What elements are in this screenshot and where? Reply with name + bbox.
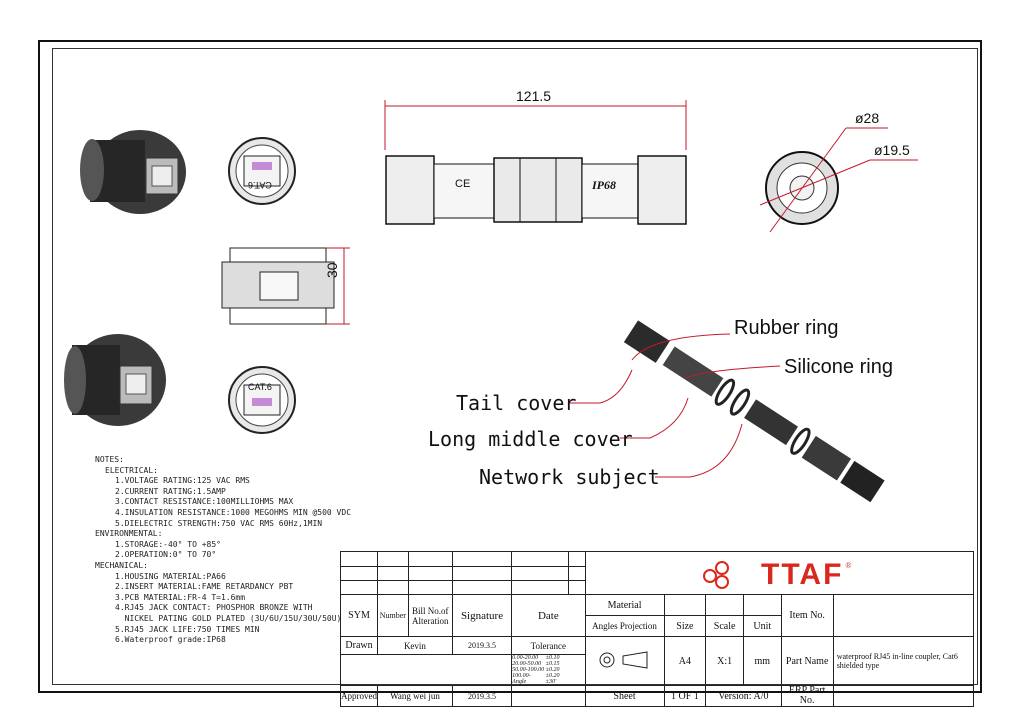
jack-label-top: CAT.6 bbox=[248, 180, 272, 190]
outer-diameter-dimension: ø28 bbox=[855, 110, 880, 126]
item-no-label: Item No. bbox=[780, 594, 834, 637]
sheet-value: 1 OF 1 bbox=[663, 685, 707, 707]
mechanical-note: 5.RJ45 JACK LIFE:750 TIMES MIN bbox=[115, 624, 260, 634]
mechanical-heading: MECHANICAL: bbox=[95, 560, 148, 570]
angles-projection-label: Angles Projection bbox=[584, 615, 665, 637]
approved-label: Approved bbox=[340, 685, 378, 707]
callout-long-middle-cover: Long middle cover bbox=[428, 427, 633, 451]
environmental-note: 1.STORAGE:-40° TO +85° bbox=[115, 539, 221, 549]
registered-mark: ® bbox=[845, 561, 852, 570]
jack-face-bottom bbox=[228, 366, 296, 434]
bill-header: Bill No.of Alteration bbox=[407, 594, 453, 637]
electrical-note: 5.DIELECTRIC STRENGTH:750 VAC RMS 60Hz,1… bbox=[115, 518, 323, 528]
projection-symbol bbox=[584, 636, 665, 686]
sheet-label: Sheet bbox=[584, 685, 665, 707]
size-label: Size bbox=[663, 615, 707, 637]
size-value: A4 bbox=[663, 636, 707, 686]
iso-view-top bbox=[80, 130, 186, 214]
exploded-view bbox=[570, 320, 885, 503]
callout-silicone-ring: Silicone ring bbox=[784, 356, 893, 378]
tolerance-label: Tolerance bbox=[511, 636, 586, 655]
brand-name: TTAF bbox=[761, 558, 844, 591]
mechanical-note: 1.HOUSING MATERIAL:PA66 bbox=[115, 571, 226, 581]
electrical-note: 2.CURRENT RATING:1.5AMP bbox=[115, 486, 226, 496]
sym-header: SYM bbox=[340, 594, 378, 637]
drawn-date: 2019.3.5 bbox=[451, 636, 513, 655]
mechanical-note: 4.RJ45 JACK CONTACT: PHOSPHOR BRONZE WIT… bbox=[115, 603, 313, 613]
mechanical-note: 6.Waterproof grade:IP68 bbox=[115, 635, 226, 645]
environmental-heading: ENVIRONMENTAL: bbox=[95, 529, 163, 539]
tolerance-table: 0.00-20.00 20.00-50.00 50.00-100.00 100.… bbox=[511, 654, 586, 686]
end-view bbox=[759, 127, 918, 233]
callout-rubber-ring: Rubber ring bbox=[734, 317, 839, 339]
version-value: Version: A/0 bbox=[705, 685, 782, 707]
approved-by: Wang wei jun bbox=[377, 685, 453, 707]
tolerance-ranges: 0.00-20.00 20.00-50.00 50.00-100.00 100.… bbox=[512, 655, 545, 685]
electrical-note: 4.INSULATION RESISTANCE:1000 MEGOHMS MIN… bbox=[115, 507, 352, 517]
mechanical-note: NICKEL PATING GOLD PLATED (3U/6U/15U/30U… bbox=[115, 613, 342, 623]
ce-mark: CE bbox=[455, 178, 471, 190]
part-name-value: waterproof RJ45 in-line coupler, Cat6 sh… bbox=[832, 636, 975, 686]
electrical-note: 3.CONTACT RESISTANCE:100MILLIOHMS MAX bbox=[115, 497, 294, 507]
title-block: TTAF® SYM Number Bill No.of Alteration S… bbox=[339, 551, 975, 707]
tolerance-values: ±0.10 ±0.15 ±0.20 ±0.20 ±30' bbox=[545, 655, 560, 685]
mechanical-note: 2.INSERT MATERIAL:FAME RETARDANCY PBT bbox=[115, 582, 294, 592]
ip68-mark: IP68 bbox=[592, 178, 616, 192]
unit-label: Unit bbox=[743, 615, 782, 637]
approved-date: 2019.3.5 bbox=[451, 685, 513, 707]
material-label: Material bbox=[584, 594, 665, 616]
iso-view-bottom bbox=[64, 334, 166, 426]
drawn-label: Drawn bbox=[340, 636, 378, 655]
unit-value: mm bbox=[743, 636, 782, 686]
date-header: Date bbox=[511, 594, 586, 637]
notes-title: NOTES: bbox=[95, 455, 124, 464]
electrical-heading: ELECTRICAL: bbox=[105, 465, 158, 475]
height-dimension: 30 bbox=[324, 262, 340, 278]
scale-label: Scale bbox=[705, 615, 745, 637]
notes-block: NOTES:ELECTRICAL:1.VOLTAGE RATING:125 VA… bbox=[95, 455, 351, 646]
jack-face-top bbox=[228, 137, 296, 205]
electrical-note: 1.VOLTAGE RATING:125 VAC RMS bbox=[115, 476, 250, 486]
callout-tail-cover: Tail cover bbox=[456, 391, 577, 415]
jack-label-bottom: CAT.6 bbox=[248, 382, 272, 392]
part-name-label: Part Name bbox=[780, 636, 834, 686]
scale-value: X:1 bbox=[705, 636, 745, 686]
side-view bbox=[221, 247, 350, 325]
signature-header: Signature bbox=[451, 594, 513, 637]
inner-diameter-dimension: ø19.5 bbox=[874, 142, 910, 158]
coupler-side-view bbox=[384, 100, 687, 225]
erp-part-no-label: ERP Part No. bbox=[780, 685, 834, 707]
number-header: Number bbox=[377, 594, 409, 637]
drawn-by: Kevin bbox=[377, 636, 453, 655]
mechanical-note: 3.PCB MATERIAL:FR-4 T=1.6mm bbox=[115, 592, 246, 602]
length-dimension: 121.5 bbox=[516, 88, 552, 104]
callout-network-subject: Network subject bbox=[479, 465, 660, 489]
environmental-note: 2.OPERATION:0° TO 70° bbox=[115, 550, 217, 560]
